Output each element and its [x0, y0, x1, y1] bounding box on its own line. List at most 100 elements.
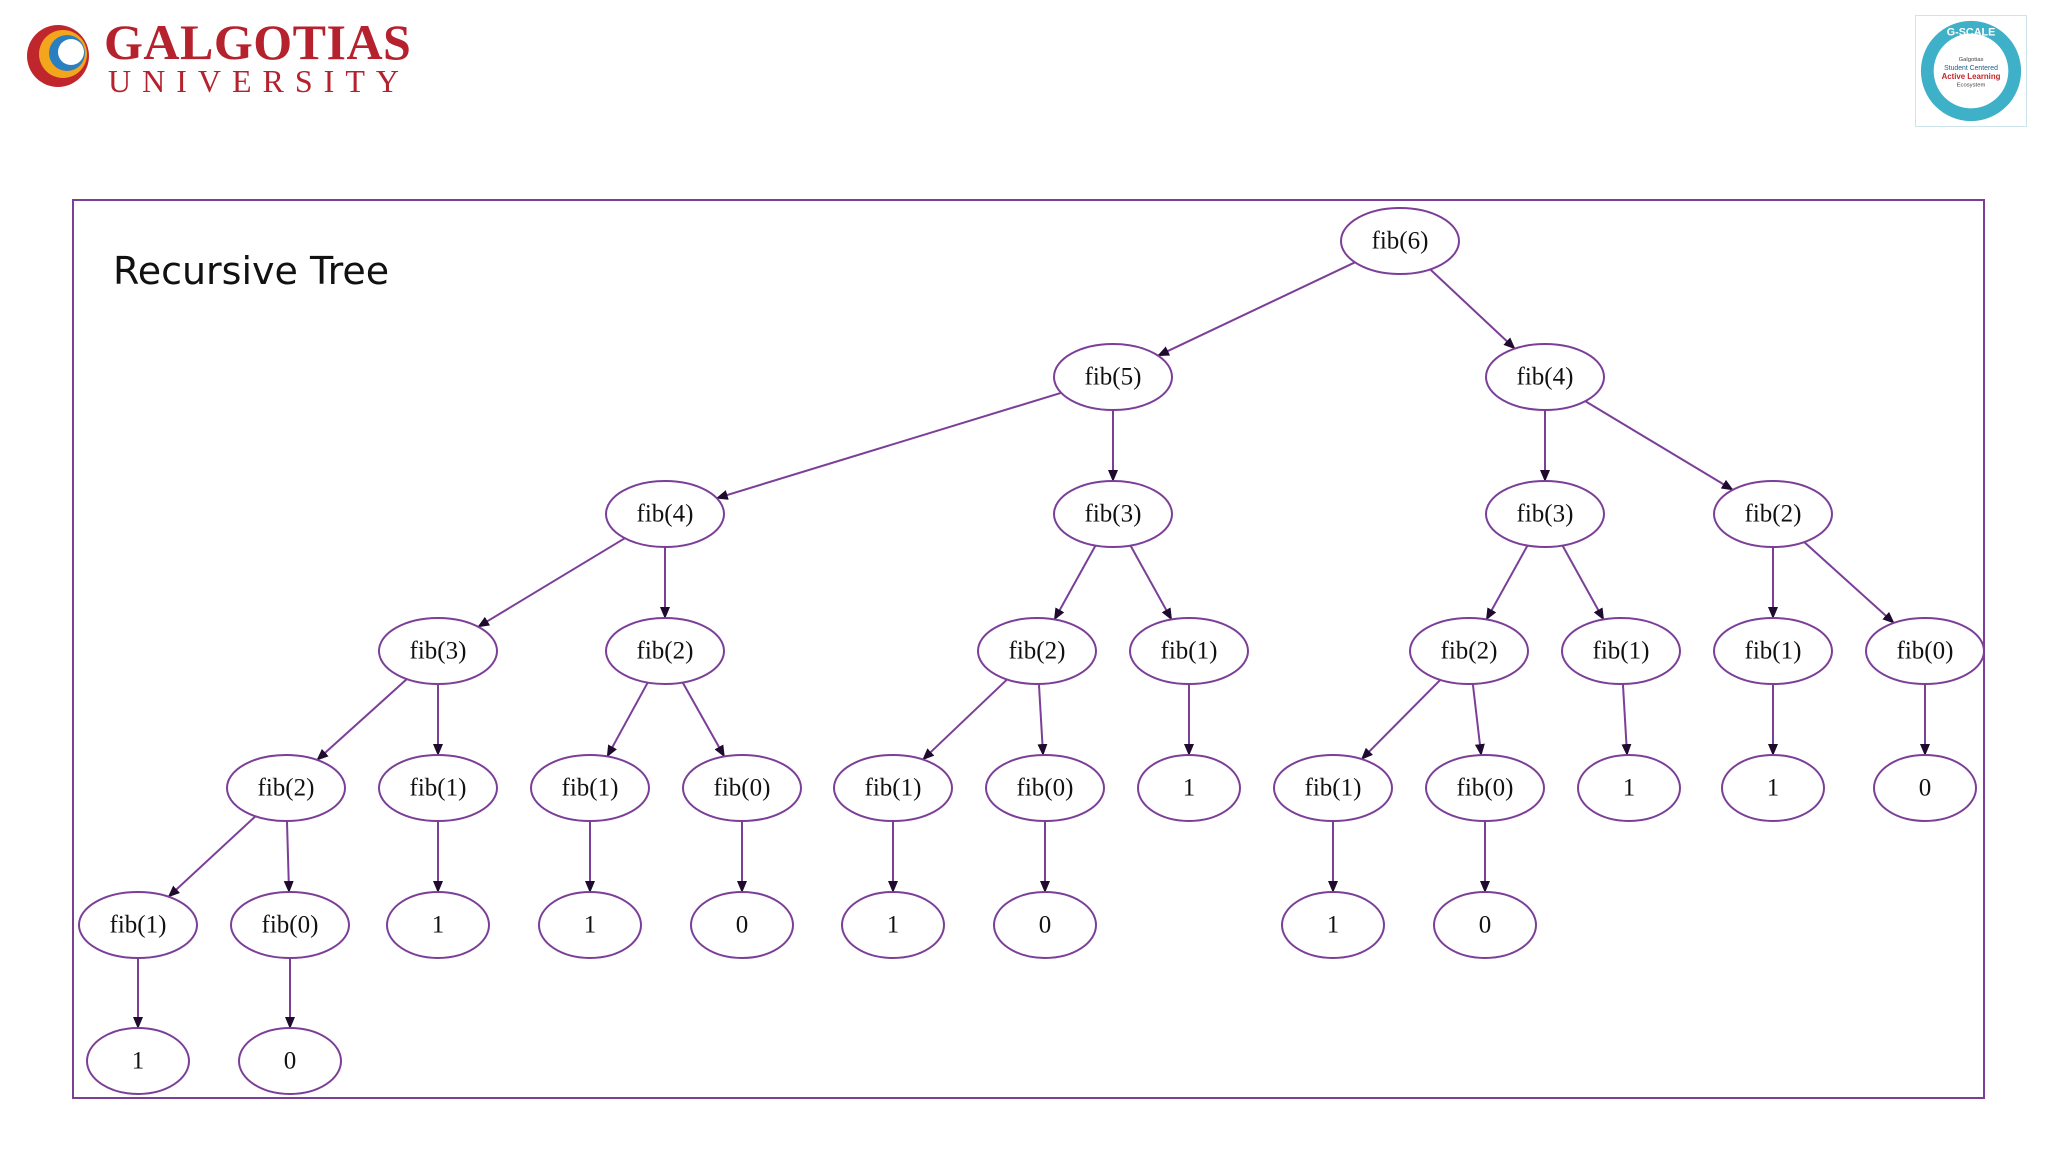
- tree-node: 1: [1281, 891, 1385, 959]
- swirl-logo-icon: [27, 25, 89, 87]
- tree-node: 1: [386, 891, 490, 959]
- tree-node: fib(0): [985, 754, 1105, 822]
- node-label: fib(1): [1593, 638, 1650, 665]
- node-label: 1: [1623, 775, 1636, 802]
- tree-node: fib(6): [1340, 207, 1460, 275]
- node-label: fib(6): [1372, 228, 1429, 255]
- tree-node: fib(2): [1713, 480, 1833, 548]
- tree-node: fib(2): [605, 617, 725, 685]
- node-label: fib(1): [110, 912, 167, 939]
- badge-ring-text: G-SCALE: [1947, 27, 1996, 39]
- node-ellipse: [605, 480, 725, 548]
- tree-node: fib(3): [378, 617, 498, 685]
- node-label: 1: [1327, 912, 1340, 939]
- node-ellipse: [530, 754, 650, 822]
- edge-n9-n19: [922, 678, 1008, 761]
- node-label: fib(2): [1745, 501, 1802, 528]
- node-label: fib(0): [262, 912, 319, 939]
- tree-node: 1: [538, 891, 642, 959]
- tree-node: 1: [1721, 754, 1825, 822]
- tree-node: fib(2): [226, 754, 346, 822]
- tree-node: fib(2): [1409, 617, 1529, 685]
- tree-node: fib(3): [1053, 480, 1173, 548]
- node-label: 0: [1039, 912, 1052, 939]
- node-ellipse: [386, 891, 490, 959]
- node-ellipse: [378, 617, 498, 685]
- tree-node: 0: [690, 891, 794, 959]
- node-label: 1: [1767, 775, 1780, 802]
- edge-n15-n28: [283, 820, 294, 894]
- node-ellipse: [1561, 617, 1681, 685]
- node-label: 0: [736, 912, 749, 939]
- nodes-layer: fib(6) fib(5) fib(4) fib(4) fib(3) fib(3) fib(…: [78, 207, 1985, 1095]
- tree-node: fib(4): [605, 480, 725, 548]
- badge-line-3: Active Learning: [1942, 72, 2001, 81]
- badge-line-1: Galgotias: [1959, 57, 1984, 63]
- tree-node: 1: [841, 891, 945, 959]
- node-label: fib(3): [1517, 501, 1574, 528]
- university-logo: GALGOTIAS UNIVERSITY: [22, 14, 411, 98]
- edge-n5-n11: [1485, 545, 1529, 621]
- node-label: 1: [432, 912, 445, 939]
- node-label: 0: [1919, 775, 1932, 802]
- edge-n15-n27: [167, 815, 257, 898]
- edge-n3-n6: [1584, 400, 1734, 491]
- tree-node: fib(1): [378, 754, 498, 822]
- edge-n12-n24: [1621, 683, 1632, 757]
- node-ellipse: [1340, 207, 1460, 275]
- node-ellipse: [1053, 343, 1173, 411]
- node-label: fib(2): [637, 638, 694, 665]
- node-ellipse: [1409, 617, 1529, 685]
- tree-node: fib(5): [1053, 343, 1173, 411]
- node-ellipse: [1713, 617, 1833, 685]
- edge-n4-n9: [1053, 545, 1097, 621]
- node-ellipse: [1273, 754, 1393, 822]
- tree-node: fib(3): [1485, 480, 1605, 548]
- tree-node: fib(1): [530, 754, 650, 822]
- node-ellipse: [993, 891, 1097, 959]
- node-ellipse: [841, 891, 945, 959]
- edge-n9-n20: [1037, 683, 1048, 757]
- node-ellipse: [1137, 754, 1241, 822]
- edge-n11-n22: [1360, 679, 1442, 760]
- g-scale-badge: G-SCALE Galgotias Student Centered Activ…: [1915, 15, 2027, 127]
- node-ellipse: [1713, 480, 1833, 548]
- node-ellipse: [985, 754, 1105, 822]
- node-ellipse: [1577, 754, 1681, 822]
- node-ellipse: [682, 754, 802, 822]
- node-label: 0: [284, 1048, 297, 1075]
- node-ellipse: [78, 891, 198, 959]
- node-ellipse: [238, 1027, 342, 1095]
- tree-node: fib(1): [78, 891, 198, 959]
- edge-n1-n2: [715, 391, 1062, 500]
- node-label: fib(4): [1517, 364, 1574, 391]
- g-scale-badge-icon: G-SCALE Galgotias Student Centered Activ…: [1920, 20, 2022, 122]
- tree-node: fib(0): [1865, 617, 1985, 685]
- node-ellipse: [977, 617, 1097, 685]
- node-ellipse: [538, 891, 642, 959]
- edge-n11-n23: [1471, 683, 1485, 757]
- tree-node: 1: [1577, 754, 1681, 822]
- edge-n7-n15: [316, 678, 408, 761]
- edge-n0-n1: [1157, 261, 1356, 357]
- node-ellipse: [1281, 891, 1385, 959]
- node-label: fib(0): [714, 775, 771, 802]
- tree-node: 0: [1873, 754, 1977, 822]
- diagram-title: Recursive Tree: [113, 249, 390, 293]
- node-ellipse: [1053, 480, 1173, 548]
- edge-n8-n17: [606, 682, 649, 758]
- node-ellipse: [1129, 617, 1249, 685]
- node-label: fib(1): [1305, 775, 1362, 802]
- node-label: 1: [1183, 775, 1196, 802]
- badge-line-2: Student Centered: [1944, 65, 1998, 72]
- node-ellipse: [86, 1027, 190, 1095]
- node-label: fib(0): [1017, 775, 1074, 802]
- logo-subtitle: UNIVERSITY: [108, 63, 410, 99]
- node-label: fib(4): [637, 501, 694, 528]
- node-ellipse: [1425, 754, 1545, 822]
- node-ellipse: [1873, 754, 1977, 822]
- node-ellipse: [226, 754, 346, 822]
- node-label: fib(2): [1441, 638, 1498, 665]
- tree-node: 0: [1433, 891, 1537, 959]
- node-label: fib(0): [1457, 775, 1514, 802]
